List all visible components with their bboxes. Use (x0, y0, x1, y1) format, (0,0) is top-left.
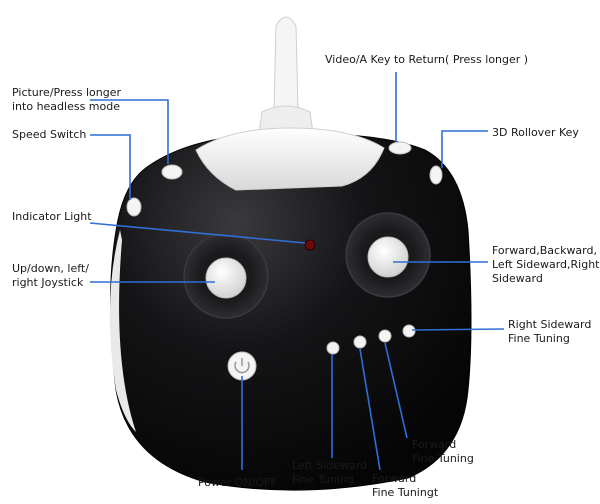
left-joystick-label: Up/down, left/ right Joystick (12, 262, 89, 289)
callout-line-speed (90, 134, 131, 200)
indicator-light-label: Indicator Light (12, 210, 92, 223)
picture-key[interactable] (161, 164, 183, 180)
callout-line-forward-a (359, 348, 381, 471)
callout-line-right-trim (411, 328, 505, 331)
antenna (257, 16, 315, 141)
callout-line-forward-b (384, 342, 408, 439)
speed-switch[interactable] (126, 197, 142, 217)
indicator-light (304, 239, 316, 251)
right-sideward-trim-button[interactable] (402, 324, 416, 338)
forward-trim-button-b[interactable] (378, 329, 392, 343)
right-joystick-label: Forward,Backward, Left Sideward,Right Si… (492, 244, 600, 285)
forward-trim-a-label: Forward Fine Tuningt (372, 472, 439, 499)
picture-key-label: Picture/Press longer into headless mode (12, 86, 122, 113)
forward-trim-button-a[interactable] (353, 335, 367, 349)
callout-lines (89, 72, 505, 471)
right-sideward-trim-label: Right Sideward Fine Tuning (508, 318, 592, 345)
power-label: Power ON/OFF (198, 476, 277, 489)
callout-line-indicator (89, 222, 306, 244)
rollover-key-label: 3D Rollover Key (492, 126, 579, 139)
speed-switch-label: Speed Switch (12, 128, 87, 141)
left-sideward-trim-button[interactable] (326, 341, 340, 355)
left-joystick[interactable] (183, 233, 269, 319)
callout-line-rollover (441, 130, 488, 168)
right-joystick[interactable] (345, 212, 431, 298)
left-sideward-trim-label: Left Sideward Fine Tuning (292, 459, 368, 486)
controller-body (109, 127, 472, 491)
rollover-key[interactable] (429, 165, 443, 185)
callout-line-picture (90, 99, 169, 164)
video-key-label: Video/A Key to Return( Press longer ) (325, 53, 529, 66)
power-button[interactable] (227, 351, 257, 381)
forward-trim-b-label: Forward Fine Tuning (412, 438, 474, 465)
video-key[interactable] (388, 141, 412, 155)
